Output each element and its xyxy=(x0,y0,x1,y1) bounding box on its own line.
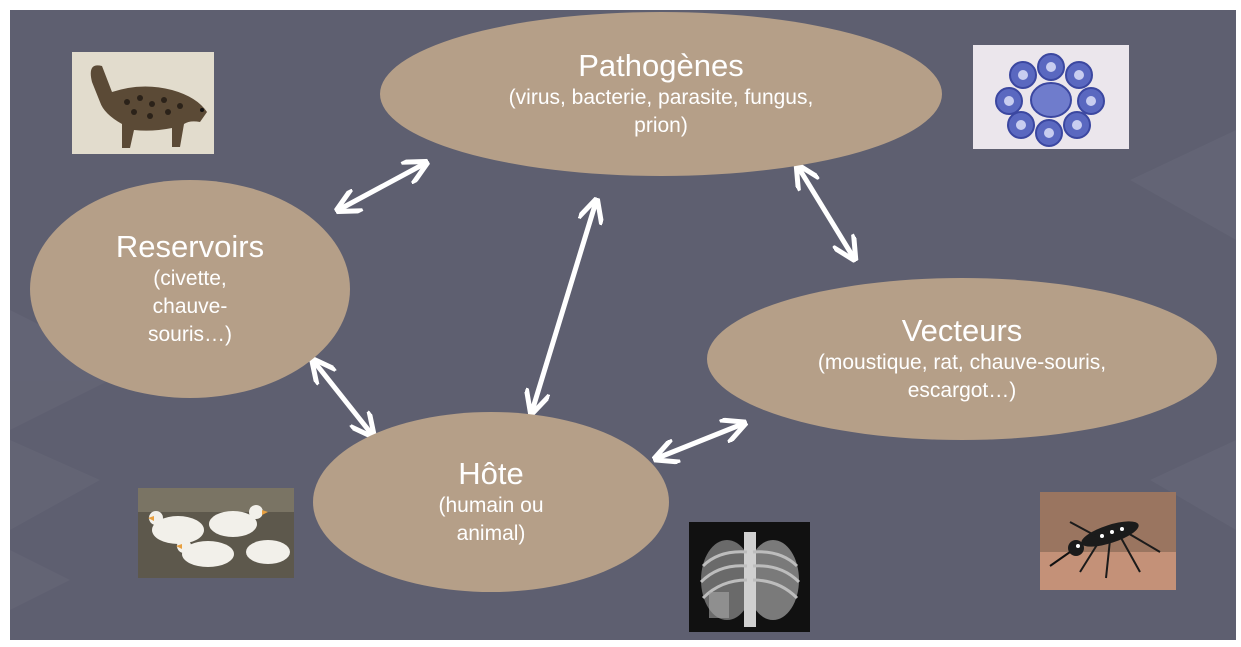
node-pathogenes-title: Pathogènes xyxy=(578,48,743,84)
node-pathogenes-detail: (virus, bacterie, parasite, fungus, prio… xyxy=(501,84,821,140)
node-pathogenes: Pathogènes (virus, bacterie, parasite, f… xyxy=(380,12,942,176)
node-hote-detail: (humain ou animal) xyxy=(411,492,571,548)
civet-image xyxy=(72,52,214,154)
geese-image xyxy=(138,488,294,578)
node-hote-title: Hôte xyxy=(458,456,523,492)
chest-xray-image xyxy=(689,522,810,632)
virus-image xyxy=(973,45,1129,149)
node-reservoirs-title: Reservoirs xyxy=(116,229,264,265)
mosquito-image xyxy=(1040,492,1176,590)
node-reservoirs-detail: (civette, chauve-souris…) xyxy=(115,265,265,349)
node-vecteurs-detail: (moustique, rat, chauve-souris, escargot… xyxy=(807,349,1117,405)
node-vecteurs: Vecteurs (moustique, rat, chauve-souris,… xyxy=(707,278,1217,440)
node-vecteurs-title: Vecteurs xyxy=(902,313,1023,349)
diagram-slide: Pathogènes (virus, bacterie, parasite, f… xyxy=(10,10,1236,640)
node-hote: Hôte (humain ou animal) xyxy=(313,412,669,592)
node-reservoirs: Reservoirs (civette, chauve-souris…) xyxy=(30,180,350,398)
